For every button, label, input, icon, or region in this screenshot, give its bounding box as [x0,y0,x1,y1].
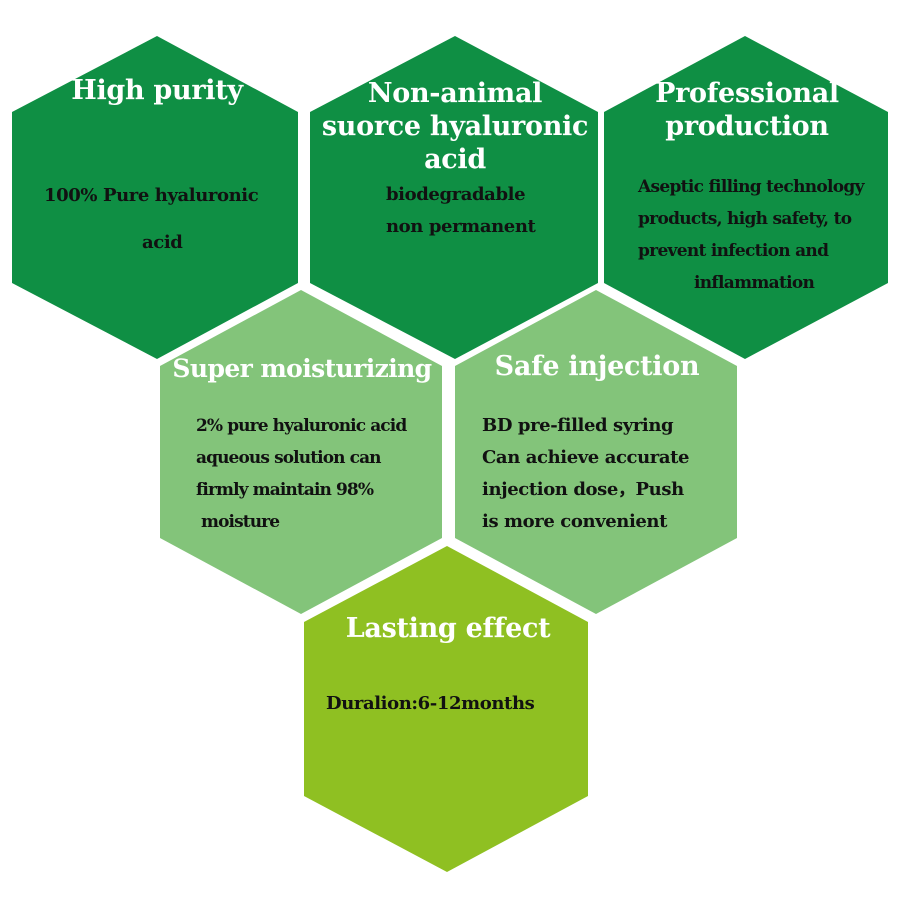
title-line: suorce hyaluronic [321,111,589,142]
hexagon-professional [604,36,888,359]
body-line: aqueous solution can [196,448,382,468]
body-line: firmly maintain 98% [196,480,374,500]
hex-body-professional: Aseptic filling technology products, hig… [638,171,888,299]
hex-body-super-moisturizing: 2% pure hyaluronic acid aqueous solution… [196,410,436,538]
hex-body-safe-injection: BD pre-filled syring Can achieve accurat… [482,410,732,538]
title-line: High purity [71,75,243,106]
hexagon-lasting-effect [304,546,588,872]
body-line: inflammation [694,273,815,293]
hex-body-non-animal: biodegradable non permanent [386,179,586,243]
title-line: Super moisturizing [172,354,432,383]
body-line: non permanent [386,216,536,237]
hex-title-super-moisturizing: Super moisturizing [166,352,438,385]
hex-title-lasting-effect: Lasting effect [314,612,582,645]
title-line: Professional [655,78,839,109]
hex-title-professional: Professional production [612,77,882,143]
title-line: production [665,111,829,142]
hex-title-non-animal: Non-animal suorce hyaluronic acid [318,77,592,176]
body-line: moisture [196,512,280,532]
body-line: 100% Pure hyaluronic [44,185,259,206]
title-line: Safe injection [494,351,700,382]
title-line: acid [424,144,486,175]
body-line: prevent infection and [638,241,829,261]
body-line: BD pre-filled syring [482,415,674,436]
hexagon-super-moisturizing [160,290,442,614]
hexagon-safe-injection [455,290,737,614]
hexagon-high-purity [12,36,298,359]
body-line: Can achieve accurate [482,447,690,468]
body-line: is more convenient [482,511,668,532]
body-line: injection dose，Push [482,479,684,500]
hex-title-safe-injection: Safe injection [462,350,732,383]
title-line: Non-animal [367,78,543,109]
body-line: products, high safety, to [638,209,852,229]
hexagon-non-animal [310,36,598,359]
hex-body-high-purity: 100% Pure hyaluronic acid [44,172,294,266]
body-line: 2% pure hyaluronic acid [196,416,407,436]
hex-title-high-purity: High purity [20,74,294,107]
title-line: Lasting effect [345,613,551,644]
body-line: acid [142,232,183,253]
hex-body-lasting-effect: Duralion:6-12months [326,688,582,720]
body-line: biodegradable [386,184,526,205]
body-line: Aseptic filling technology [638,177,864,197]
body-line: Duralion:6-12months [326,693,535,714]
